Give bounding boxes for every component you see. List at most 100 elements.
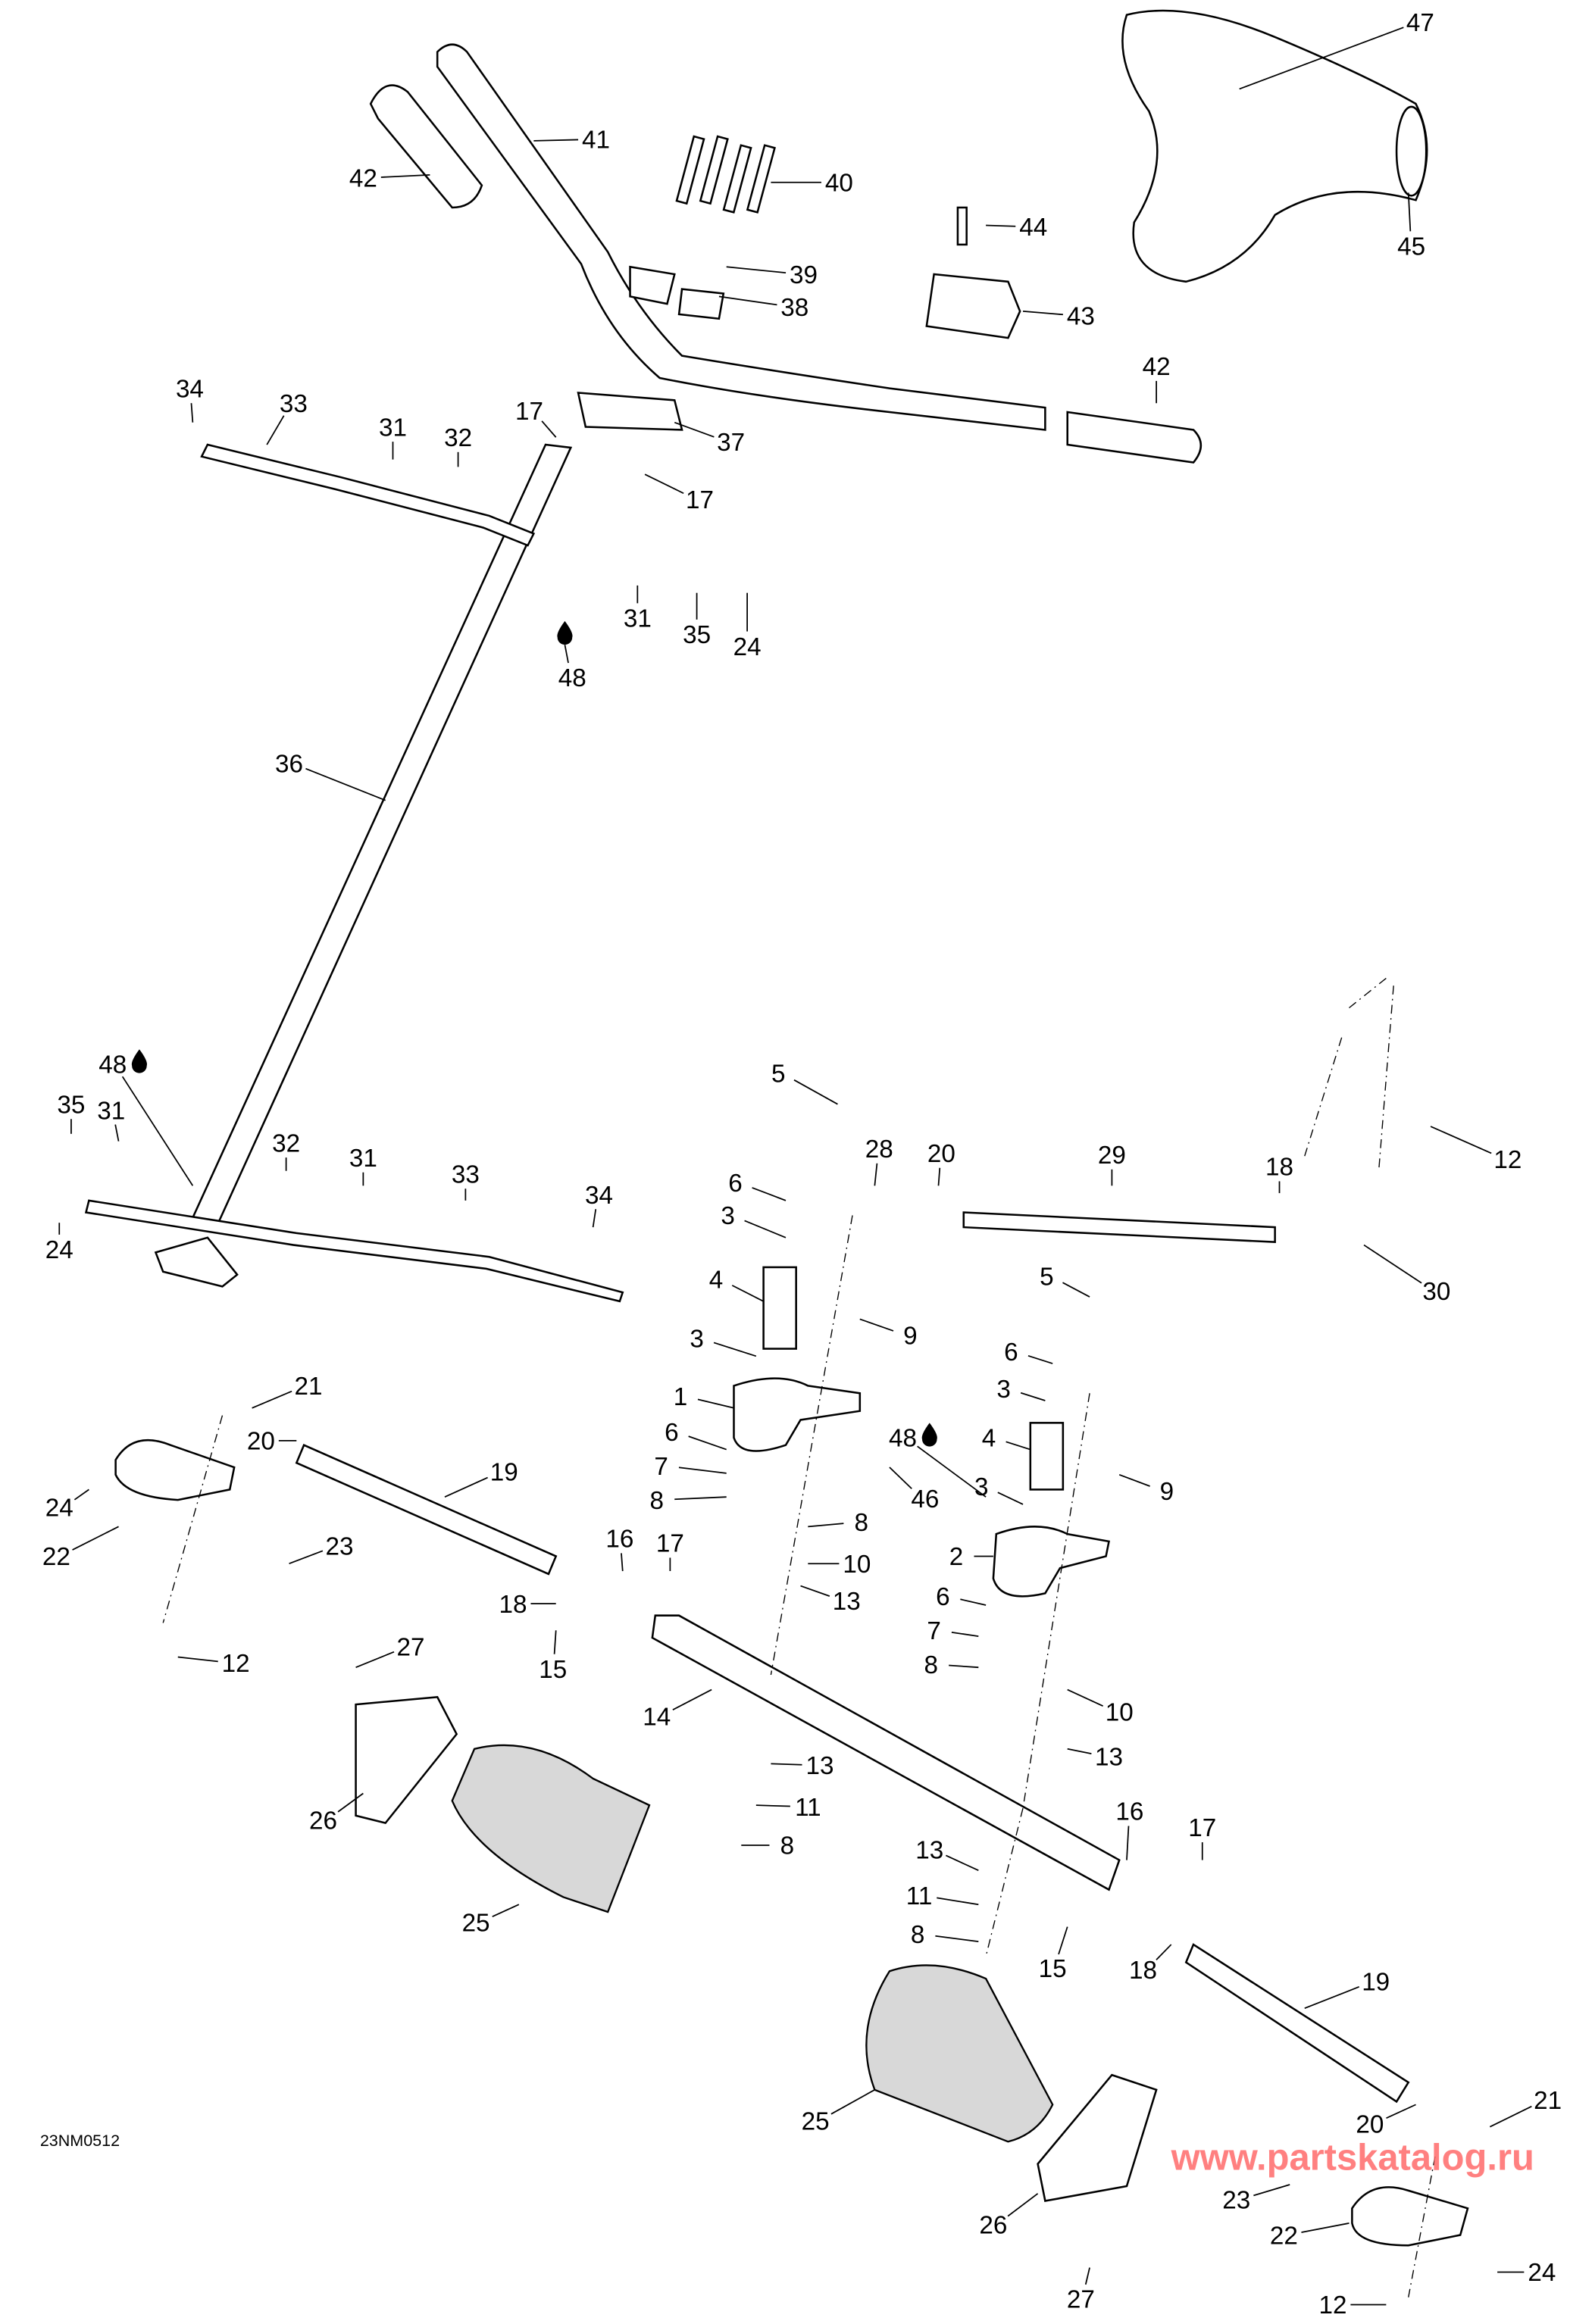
callout-11: 11	[795, 1794, 821, 1822]
parts-drawing	[84, 9, 1469, 2297]
diagram-code: 23NM0512	[40, 2132, 120, 2150]
ski-bracket-22-right	[1351, 2186, 1469, 2247]
leader-line	[564, 644, 569, 664]
leader-line	[1430, 1126, 1492, 1154]
leader-line	[674, 1496, 727, 1501]
callout-9: 9	[1160, 1478, 1174, 1506]
callout-4: 4	[982, 1425, 996, 1453]
callout-46: 46	[911, 1485, 939, 1513]
callout-15: 15	[1039, 1955, 1067, 1983]
handlebar	[436, 43, 1046, 431]
leader-line	[713, 1342, 757, 1357]
callout-48: 48	[558, 664, 586, 692]
leader-line	[946, 1854, 979, 1872]
leader-line	[1118, 1474, 1150, 1487]
leader-line	[1067, 1748, 1092, 1755]
callout-42: 42	[349, 165, 377, 193]
callout-29: 29	[1098, 1142, 1126, 1170]
leader-line	[1027, 1354, 1053, 1364]
callout-40: 40	[825, 169, 853, 197]
callout-18: 18	[499, 1591, 527, 1619]
leader-line	[678, 1467, 727, 1474]
leader-line	[951, 1631, 979, 1637]
oil-drop-icon	[557, 620, 573, 645]
callout-45: 45	[1397, 233, 1425, 261]
callout-2: 2	[949, 1543, 964, 1571]
callout-33: 33	[280, 390, 308, 418]
callout-32: 32	[444, 424, 472, 452]
leader-line	[1005, 1441, 1031, 1451]
callout-12: 12	[222, 1650, 250, 1678]
leader-line	[177, 1656, 218, 1663]
leader-line	[1386, 2104, 1416, 2119]
leader-line	[444, 1476, 488, 1498]
bracket-43	[925, 273, 1021, 339]
callout-16: 16	[1115, 1798, 1143, 1826]
leader-line	[949, 1664, 979, 1669]
callout-13: 13	[915, 1837, 943, 1865]
leader-line	[986, 224, 1016, 227]
leader-line	[492, 1904, 520, 1918]
leader-line	[771, 1763, 802, 1766]
leader-line	[1253, 2184, 1290, 2197]
callout-14: 14	[643, 1703, 671, 1731]
column-clamp-37	[577, 392, 683, 431]
tie-rod-19-right	[1184, 1943, 1410, 2104]
callout-19: 19	[490, 1459, 518, 1487]
leader-line	[889, 1467, 912, 1489]
callout-16: 16	[605, 1526, 633, 1554]
callout-12: 12	[1493, 1146, 1522, 1174]
callout-37: 37	[717, 429, 745, 457]
callout-35: 35	[683, 621, 711, 649]
callout-13: 13	[805, 1752, 833, 1780]
callout-34: 34	[585, 1182, 613, 1210]
callout-13: 13	[833, 1588, 861, 1616]
screw-44	[956, 206, 968, 246]
callout-4: 4	[709, 1266, 724, 1294]
callout-39: 39	[790, 261, 818, 289]
callout-3: 3	[996, 1376, 1011, 1404]
leader-line	[380, 174, 430, 178]
callout-6: 6	[1004, 1338, 1018, 1367]
leader-line	[674, 421, 715, 438]
leader-line	[960, 1598, 987, 1606]
leader-line	[644, 473, 684, 495]
callout-10: 10	[1106, 1699, 1134, 1727]
callout-21: 21	[294, 1373, 322, 1401]
callout-17: 17	[656, 1530, 684, 1558]
watermark: www.partskatalog.ru	[1171, 2137, 1534, 2178]
bolts-40	[675, 135, 776, 214]
callout-27: 27	[1067, 2285, 1095, 2313]
callout-22: 22	[42, 1543, 70, 1571]
steering-arm-1	[733, 1377, 862, 1452]
boot-25-upper	[451, 1744, 651, 1913]
spacer-4b	[1029, 1422, 1065, 1491]
leader-line	[1007, 2193, 1039, 2217]
leader-line	[553, 1630, 557, 1654]
leader-line	[1062, 1282, 1090, 1298]
leader-line	[72, 1526, 119, 1551]
callout-25: 25	[802, 2108, 830, 2136]
leader-line	[1067, 1688, 1103, 1707]
leader-line	[793, 1079, 838, 1105]
leader-line	[266, 415, 285, 445]
leader-line	[1156, 1944, 1172, 1960]
callout-20: 20	[247, 1428, 275, 1456]
leader-line	[289, 1550, 324, 1565]
leader-line	[830, 2089, 875, 2115]
callout-19: 19	[1362, 1969, 1390, 1997]
callout-21: 21	[1534, 2087, 1562, 2115]
ski-bracket-22-left	[114, 1438, 236, 1501]
leader-line	[731, 1285, 765, 1302]
callout-17: 17	[515, 398, 543, 426]
upper-linkage	[200, 443, 536, 547]
callout-7: 7	[927, 1617, 941, 1645]
callout-8: 8	[780, 1832, 795, 1860]
callout-42: 42	[1143, 353, 1171, 381]
callout-31: 31	[379, 414, 407, 442]
callout-26: 26	[309, 1807, 337, 1835]
callout-20: 20	[1356, 2111, 1384, 2139]
leader-line	[114, 1124, 120, 1142]
leader-line	[917, 1445, 987, 1498]
